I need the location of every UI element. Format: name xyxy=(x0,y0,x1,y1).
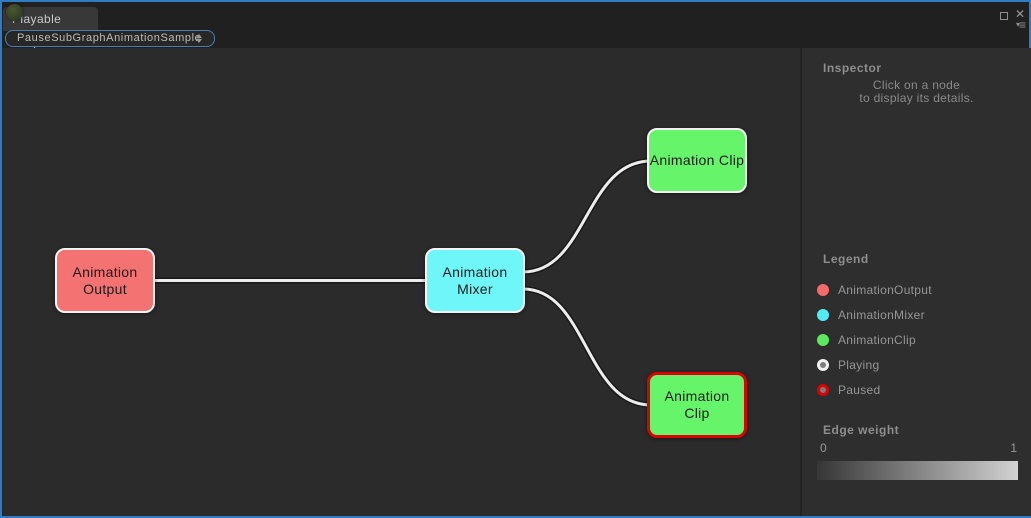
hamburger-icon: ≡ xyxy=(1018,18,1026,32)
legend-title: Legend xyxy=(823,252,869,266)
record-dot-icon xyxy=(6,4,23,21)
window-header: Playable Graph ✕ ▾≡ PauseSubGraphAnimati… xyxy=(2,2,1029,50)
menu-arrow-icon: ▾ xyxy=(1015,20,1020,29)
graph-selector-dropdown[interactable]: PauseSubGraphAnimationSample xyxy=(5,30,215,47)
edge-weight-gradient-bar xyxy=(817,461,1018,480)
node-animation-clip-top[interactable]: Animation Clip xyxy=(647,128,747,193)
legend-swatch-playing xyxy=(817,358,829,371)
node-label: Animation Mixer xyxy=(442,263,508,297)
inspector-title: Inspector xyxy=(823,61,882,75)
node-label: Animation Output xyxy=(72,263,138,297)
edge-weight-max: 1 xyxy=(1010,441,1017,455)
node-animation-clip-bottom[interactable]: Animation Clip xyxy=(647,372,747,438)
legend-swatch-animation-output xyxy=(817,283,829,296)
inspector-empty-message: Click on a node to display its details. xyxy=(859,78,974,105)
legend-item-playing: Playing xyxy=(817,352,1017,377)
edge-mixer-to-clip-bottom xyxy=(521,287,653,407)
legend-item-animation-output: AnimationOutput xyxy=(817,277,1017,302)
close-icon[interactable]: ✕ xyxy=(1014,7,1025,21)
dropdown-arrows-icon xyxy=(196,34,203,43)
node-animation-output[interactable]: Animation Output xyxy=(55,248,155,313)
graph-selector-value: PauseSubGraphAnimationSample xyxy=(17,32,202,44)
edge-mixer-to-clip-top xyxy=(521,159,653,274)
graph-edges xyxy=(152,158,654,408)
inspector-panel: Inspector Click on a node to display its… xyxy=(800,48,1031,516)
node-label: Animation Clip xyxy=(664,388,730,421)
legend-item-animation-mixer: AnimationMixer xyxy=(817,302,1017,327)
legend: AnimationOutput AnimationMixer Animation… xyxy=(817,277,1017,402)
node-label: Animation Clip xyxy=(649,152,745,168)
edge-weight-scale: 0 1 xyxy=(820,441,1017,455)
legend-swatch-animation-mixer xyxy=(817,308,829,321)
edge-weight-min: 0 xyxy=(820,441,827,455)
edge-weight-title: Edge weight xyxy=(823,423,900,437)
window-controls: ✕ xyxy=(999,7,1025,21)
legend-item-animation-clip: AnimationClip xyxy=(817,327,1017,352)
legend-swatch-animation-clip xyxy=(817,333,829,346)
maximize-icon[interactable] xyxy=(999,11,1008,20)
graph-canvas[interactable]: Animation Output Animation Mixer Animati… xyxy=(2,48,800,516)
legend-item-paused: Paused xyxy=(817,377,1017,402)
node-animation-mixer[interactable]: Animation Mixer xyxy=(425,248,525,313)
legend-swatch-paused xyxy=(817,383,829,396)
window-menu-icon[interactable]: ▾≡ xyxy=(1015,18,1026,32)
